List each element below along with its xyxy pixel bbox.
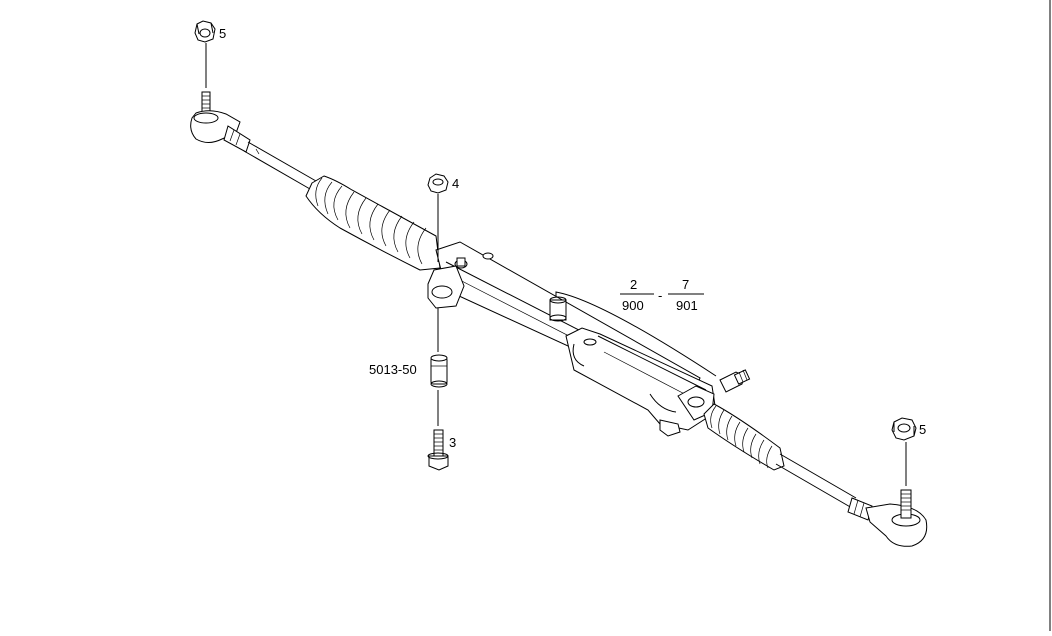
bolt[interactable] bbox=[427, 429, 449, 471]
callout-bolt: 3 bbox=[449, 435, 456, 450]
tie-rod-right bbox=[775, 453, 857, 509]
bellows-boot-right bbox=[703, 403, 785, 471]
bellows-boot-left bbox=[305, 175, 441, 271]
bushing[interactable] bbox=[430, 354, 448, 388]
tie-rod-end-left[interactable] bbox=[190, 91, 251, 153]
tie-rod-end-right[interactable] bbox=[847, 489, 928, 547]
ref-label-901: 901 bbox=[676, 298, 698, 313]
ref-label-2: 2 bbox=[630, 277, 637, 292]
tie-rod-left bbox=[243, 141, 317, 190]
nut-top-left[interactable] bbox=[194, 20, 216, 43]
nut-center[interactable] bbox=[427, 173, 449, 194]
ref-label-900: 900 bbox=[622, 298, 644, 313]
nut-right[interactable] bbox=[891, 417, 917, 441]
callout-nut-right: 5 bbox=[919, 422, 926, 437]
callout-bushing: 5013-50 bbox=[369, 362, 417, 377]
ref-label-7: 7 bbox=[682, 277, 689, 292]
rack-housing[interactable] bbox=[427, 241, 751, 437]
callout-nut-center: 4 bbox=[452, 176, 459, 191]
ref-separator: - bbox=[658, 288, 662, 303]
callout-nut-top-left: 5 bbox=[219, 26, 226, 41]
